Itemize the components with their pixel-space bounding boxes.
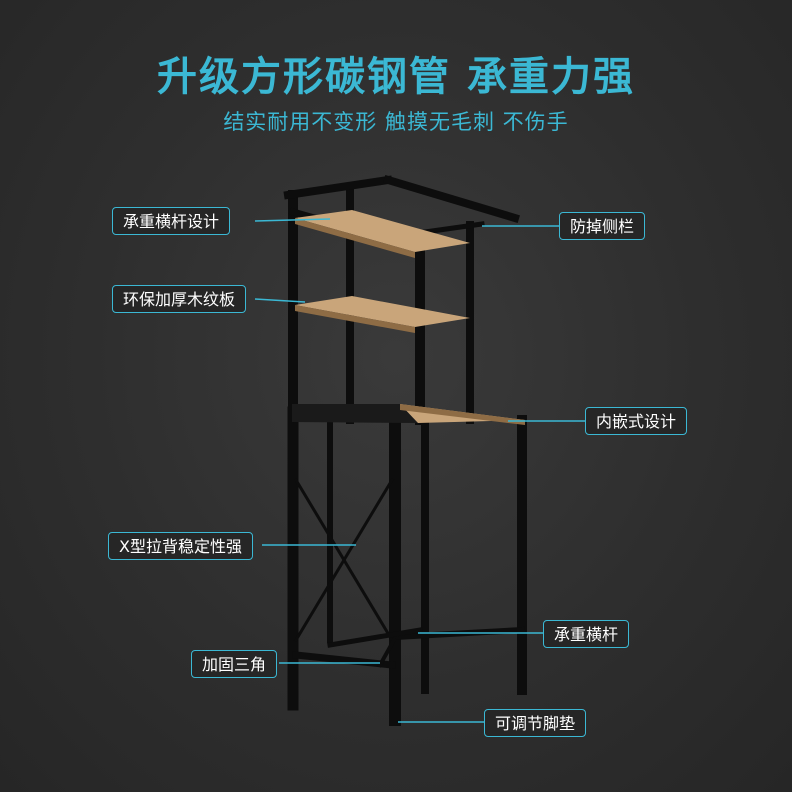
lower-shelf-surface-dark [292,404,418,423]
callout-reinforced-triangle: 加固三角 [191,650,278,678]
triangle-brace [377,637,397,668]
side-rail [422,221,485,235]
callout-x-back-brace: X型拉背稳定性强 [108,532,253,560]
callout-anti-fall-rail: 防掉侧栏 [559,212,646,240]
callout-load-crossbar: 承重横杆 [543,620,630,648]
leader-crossbar-design [254,218,331,222]
callout-eco-wood-board: 环保加厚木纹板 [112,285,247,313]
callout-embedded-design: 内嵌式设计 [585,407,688,435]
callout-adjustable-feet: 可调节脚垫 [484,709,587,737]
upper-shelf-edge [295,218,415,258]
lower-shelf-edge [400,404,525,425]
bottom-rail-back [327,627,423,648]
upper-shelf-board [295,210,470,252]
middle-shelf-edge [295,305,415,333]
top-rail-side [383,175,520,223]
headline: 升级方形碳钢管 承重力强 [157,54,635,100]
top-rail-front [283,175,393,200]
callout-crossbar-design: 承重横杆设计 [112,207,231,235]
middle-shelf-board [295,296,470,327]
leader-eco-wood-board [254,298,306,303]
x-brace-b [293,477,395,643]
subline: 结实耐用不变形 触摸无毛刺 不伤手 [223,110,569,134]
